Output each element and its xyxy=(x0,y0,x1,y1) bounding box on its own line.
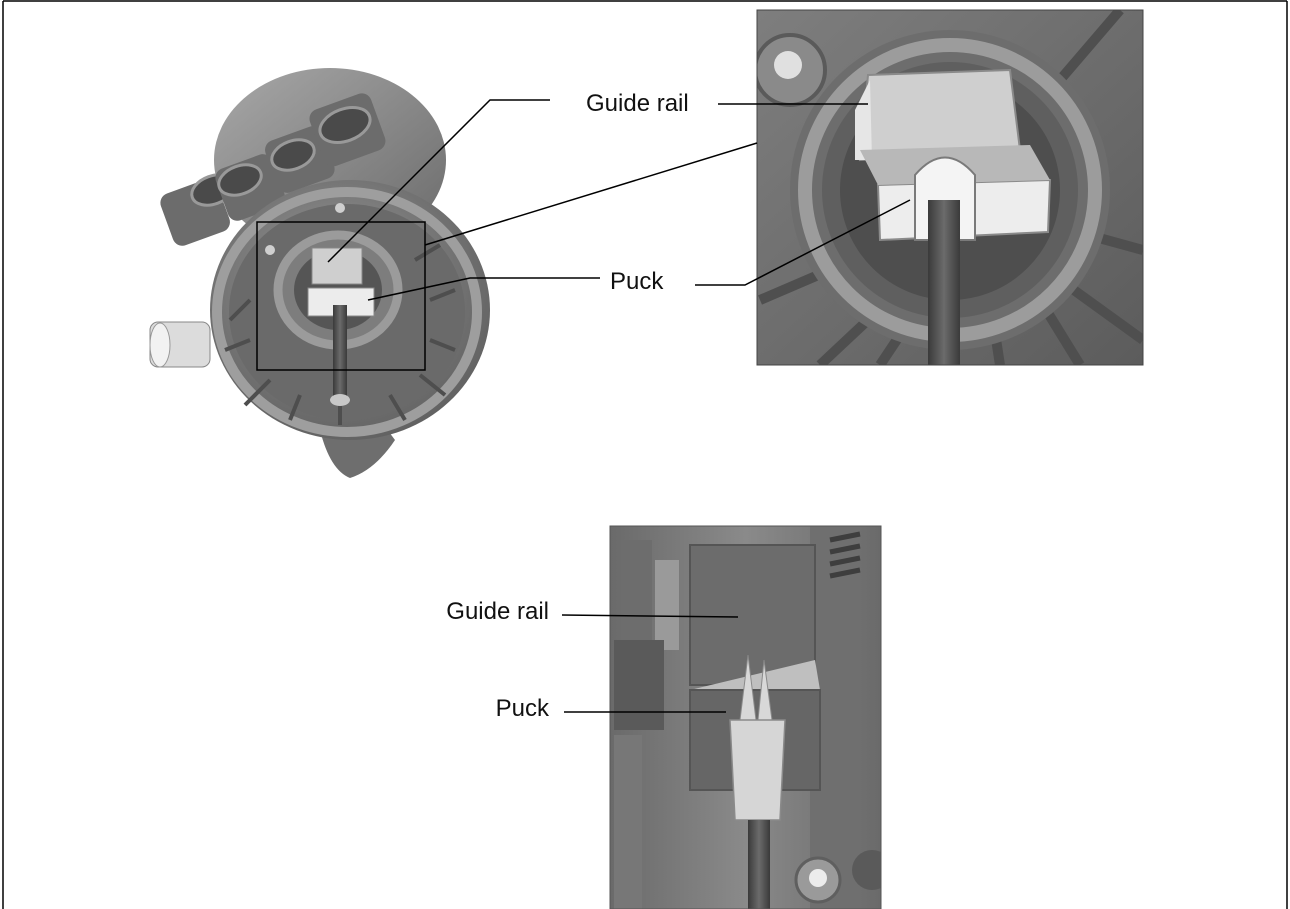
side-fitting xyxy=(149,321,211,368)
side-guide-rail xyxy=(689,544,816,686)
label-top-puck: Puck xyxy=(610,268,664,295)
leader-zoom-puck xyxy=(695,199,911,286)
leader-top-puck xyxy=(367,277,600,301)
zoom-rod xyxy=(928,200,960,365)
detail-box xyxy=(256,221,426,371)
label-side-puck: Puck xyxy=(496,695,550,722)
housing-rod xyxy=(333,305,347,400)
callout-labels: Guide rail Puck Guide rail Puck xyxy=(446,90,688,722)
label-top-guide-rail: Guide rail xyxy=(586,90,689,117)
housing-ribs xyxy=(224,243,456,425)
leader-detail-to-zoom xyxy=(424,142,758,246)
port-cylinders xyxy=(160,93,386,246)
side-view-illustration xyxy=(610,526,881,909)
label-side-guide-rail: Guide rail xyxy=(446,598,549,625)
leader-lines xyxy=(327,99,911,713)
leader-top-guide-rail xyxy=(327,99,550,263)
zoom-detail-illustration xyxy=(757,10,1143,365)
housing-illustration xyxy=(149,68,490,478)
leader-side-guide-rail xyxy=(561,614,739,618)
